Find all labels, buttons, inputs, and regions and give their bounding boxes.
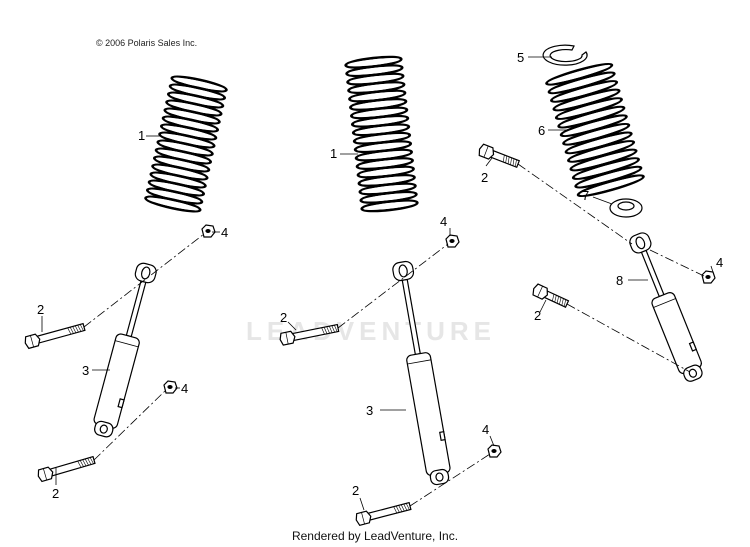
right-shock [629,232,703,382]
left-bolt-top [24,322,86,350]
callout-left-shock: 3 [82,363,89,378]
callout-mid-bolt-top: 2 [280,310,287,325]
mid-axis-top [337,243,449,329]
leader-mid-nut-bottom [489,435,495,447]
callout-right-bolt-bottom: 2 [534,308,541,323]
callout-left-nut-bottom: 4 [181,381,188,396]
right-axis-top [517,163,633,245]
right-bolt-top [478,143,521,169]
right-retainer [542,44,588,66]
left-axis-top [83,233,205,328]
leader-right-nut [710,265,714,273]
callout-right-bolt-top: 2 [481,170,488,185]
mid-bolt-bottom [355,501,412,527]
left-shock [93,262,157,438]
left-bolt-bottom [37,455,96,483]
mid-shock [392,260,451,486]
callout-left-nut-top: 4 [221,225,228,240]
right-bolt-bottom [532,283,570,308]
callout-left-spring: 1 [138,128,145,143]
left-nut-bottom [163,380,178,394]
right-spring [545,62,645,198]
leader-mid-bolt-top [287,321,297,331]
callout-mid-shock: 3 [366,403,373,418]
callout-left-bolt-top: 2 [37,302,44,317]
callout-right-shock: 8 [616,273,623,288]
callout-right-nut: 4 [716,255,723,270]
right-axis-nut [649,249,705,277]
leader-right-bolt-bottom [539,299,547,313]
leader-right-bolt-top [485,157,493,167]
callout-mid-spring: 1 [330,146,337,161]
mid-spring [344,55,419,213]
mid-bolt-top [279,323,340,346]
right-nut [701,270,716,284]
mid-axis-bottom [409,453,491,507]
left-spring [144,75,228,213]
callout-right-collar: 7 [582,188,589,203]
leader-mid-bolt-bottom [359,497,365,511]
left-nut-top [201,224,216,238]
leader-right-collar [592,196,613,205]
callout-mid-bolt-bottom: 2 [352,483,359,498]
mid-nut-top [445,234,460,248]
callout-mid-nut-bottom: 4 [482,422,489,437]
right-axis-bottom [566,303,691,373]
callout-right-spring: 6 [538,123,545,138]
mid-nut-bottom [487,444,502,458]
callout-right-retainer: 5 [517,50,524,65]
callout-mid-nut-top: 4 [440,214,447,229]
copyright-notice: © 2006 Polaris Sales Inc. [96,38,198,48]
right-collar [609,198,643,218]
callout-left-bolt-bottom: 2 [52,486,59,501]
rendered-by-footer: Rendered by LeadVenture, Inc. [291,529,459,543]
